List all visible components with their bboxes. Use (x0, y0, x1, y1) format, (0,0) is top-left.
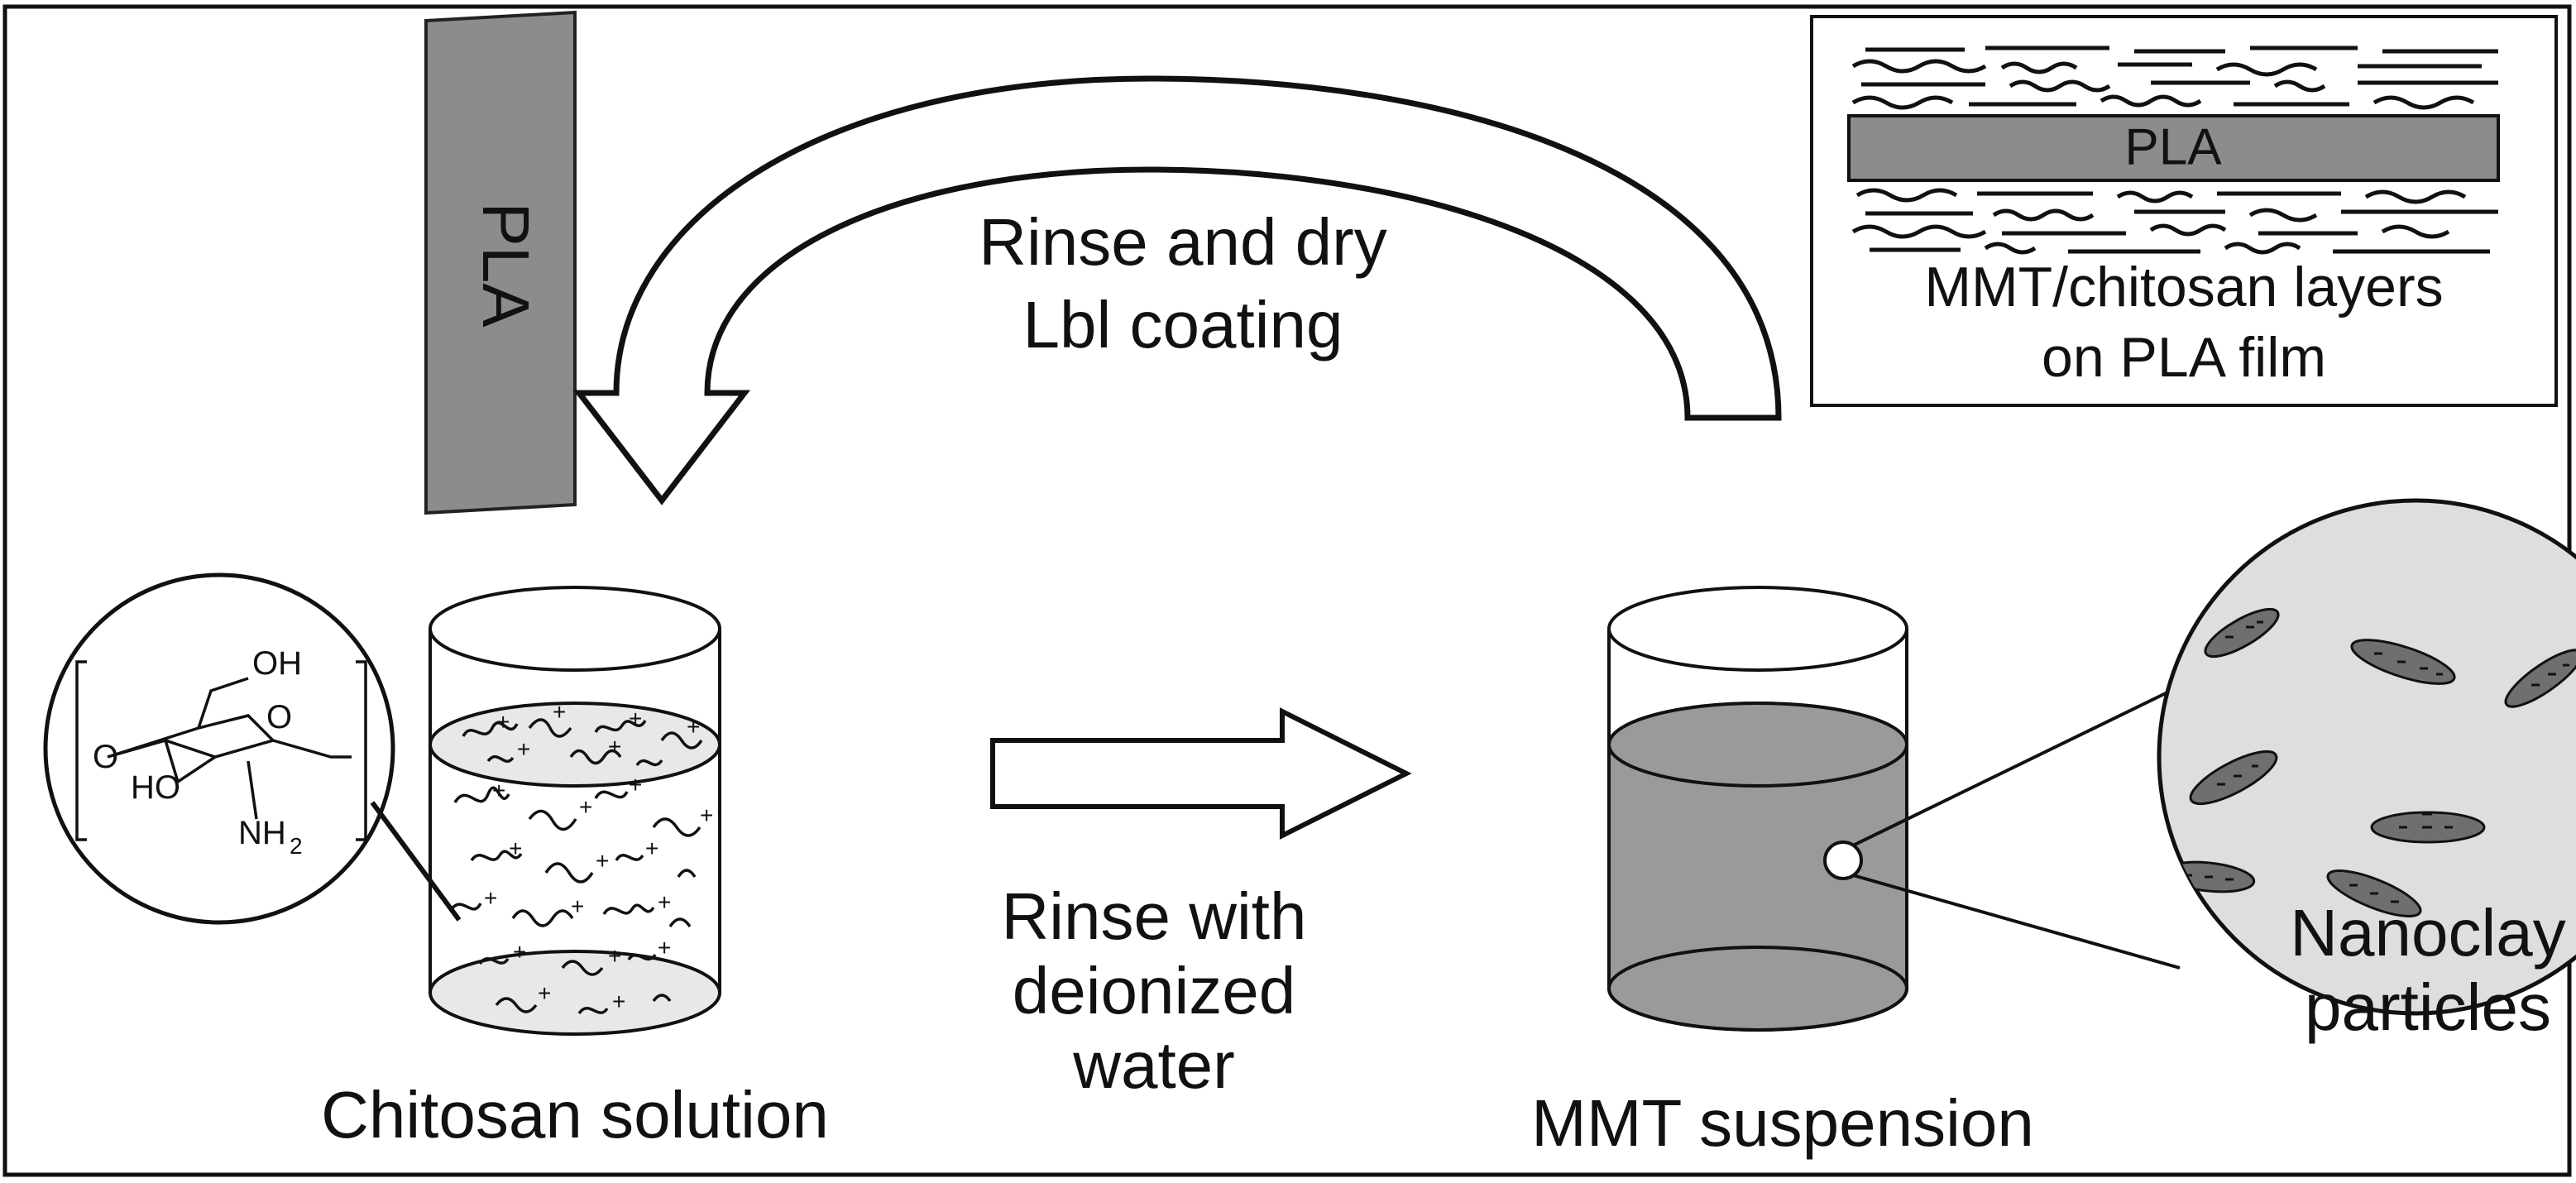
clay-platelet (2350, 639, 2456, 685)
pla-strip: PLA (424, 10, 577, 515)
clay-platelet (2370, 811, 2486, 844)
left-beaker: + + + + + + + + + + + + + + + + + + + + + (429, 586, 721, 1036)
pla-strip-label: PLA (469, 202, 543, 328)
inset-film-label: PLA (2124, 118, 2222, 175)
svg-text:+: + (553, 699, 566, 725)
svg-text:+: + (612, 989, 625, 1014)
svg-text:+: + (513, 939, 526, 965)
svg-text:+: + (517, 736, 530, 762)
return-arc-arrow (572, 75, 1782, 505)
svg-text:+: + (629, 706, 642, 731)
chem-o-ring: O (266, 699, 292, 735)
middle-label-line3: water (1072, 1028, 1235, 1102)
svg-text:+: + (596, 848, 609, 874)
arc-label-line1: Rinse and dry (979, 205, 1387, 279)
svg-text:+: + (658, 889, 671, 915)
inset-box: PLA MMT/chitosan layers on PLA film (1810, 15, 2558, 407)
svg-text:+: + (496, 709, 510, 735)
right-beaker-label: MMT suspension (1531, 1086, 2034, 1160)
svg-text:+: + (687, 714, 700, 740)
inset-caption-line2: on PLA film (2042, 326, 2326, 389)
svg-text:+: + (571, 893, 584, 919)
clay-platelet (2189, 750, 2278, 806)
svg-text:+: + (538, 980, 551, 1006)
svg-text:+: + (629, 772, 642, 797)
sample-spot (1823, 841, 1863, 880)
svg-text:+: + (608, 734, 621, 759)
chem-o-link: O (93, 739, 118, 775)
zoom-label-line1: Nanoclay (2290, 896, 2566, 970)
chem-nh: NH (238, 815, 286, 851)
chitosan-charges: + + + + + + + + + + + + + + + + + + + + + (484, 699, 713, 1014)
chem-oh: OH (252, 645, 302, 682)
middle-label-line1: Rinse with (1001, 879, 1306, 953)
svg-text:+: + (509, 836, 522, 861)
chitosan-structure-zoom: OH O O HO NH 2 (43, 572, 462, 925)
inset-pla-film (1847, 114, 2500, 182)
middle-label-line2: deionized (1013, 954, 1296, 1027)
clay-platelet (2204, 607, 2280, 659)
right-beaker (1607, 586, 2197, 1032)
svg-text:+: + (484, 885, 497, 911)
svg-text:+: + (658, 935, 671, 960)
transfer-arrow (990, 707, 1412, 840)
layer-lines-bottom (1851, 188, 2498, 255)
svg-text:+: + (492, 778, 505, 803)
arc-label-line2: Lbl coating (1023, 288, 1343, 362)
layer-lines-top (1851, 46, 2498, 110)
inset-caption-line1: MMT/chitosan layers (1924, 256, 2443, 318)
chem-sub2: 2 (290, 833, 303, 859)
clay-platelet (2504, 649, 2576, 708)
svg-text:+: + (579, 794, 592, 820)
svg-text:+: + (645, 836, 658, 861)
chem-ho: HO (131, 769, 180, 806)
clay-platelet (2326, 869, 2422, 917)
svg-text:+: + (700, 802, 713, 828)
zoom-label-line2: particles (2305, 970, 2551, 1044)
left-beaker-label: Chitosan solution (321, 1078, 829, 1152)
nanoclay-zoom: Nanoclay particles (2157, 498, 2576, 1044)
chitosan-chains (449, 718, 703, 1015)
svg-text:+: + (608, 943, 621, 969)
